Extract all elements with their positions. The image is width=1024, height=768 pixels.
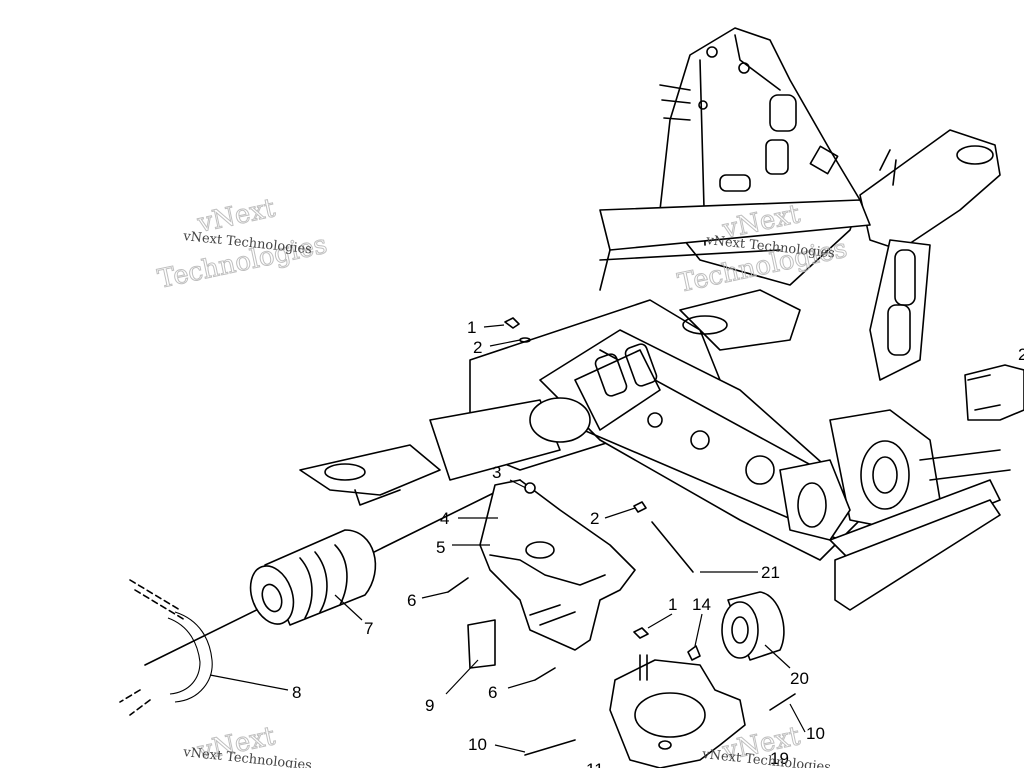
watermark-top-left: vNext Technologies vNext Technologies: [155, 193, 331, 296]
part-decal: [467, 619, 496, 669]
callout-19: 19: [770, 749, 789, 768]
part-hub: [249, 529, 377, 626]
watermark-bottom-left: vNext vNext Technologies: [182, 721, 313, 768]
leader-lines: [209, 324, 806, 753]
hardware-bolts: [447, 521, 796, 756]
callout-6-lower: 6: [488, 683, 497, 702]
part-bushing: [721, 591, 785, 661]
callout-4: 4: [440, 509, 449, 528]
callout-10: 10: [468, 735, 487, 754]
callout-2-edge: 2: [1018, 345, 1024, 364]
callout-2: 2: [473, 338, 482, 357]
callout-11: 11: [586, 760, 604, 768]
callout-7: 7: [364, 619, 373, 638]
callout-1-lower: 1: [668, 595, 677, 614]
callout-5: 5: [436, 538, 445, 557]
callout-14: 14: [692, 595, 711, 614]
frame-right-arm: [859, 129, 1001, 381]
callout-2-lower: 2: [590, 509, 599, 528]
callout-numbers: 1 2 3 4 5 2 21 6 7 8 1 14 20 9 6 10 10 1…: [292, 318, 1024, 768]
callout-21: 21: [761, 563, 780, 582]
callout-9: 9: [425, 696, 434, 715]
callout-20: 20: [790, 669, 809, 688]
callout-1: 1: [467, 318, 476, 337]
part-bearing-housing-lower: [609, 654, 746, 768]
foot-plate: [299, 444, 441, 506]
axle-stub-right: [964, 364, 1024, 421]
hardware-nuts: [504, 317, 701, 661]
callout-6: 6: [407, 591, 416, 610]
part-chain-guard: [479, 479, 636, 651]
part-chain: [119, 579, 213, 716]
callout-10-right: 10: [806, 724, 825, 743]
callout-8: 8: [292, 683, 301, 702]
callout-3: 3: [492, 463, 501, 482]
bearing-housing-upper: [529, 343, 661, 443]
